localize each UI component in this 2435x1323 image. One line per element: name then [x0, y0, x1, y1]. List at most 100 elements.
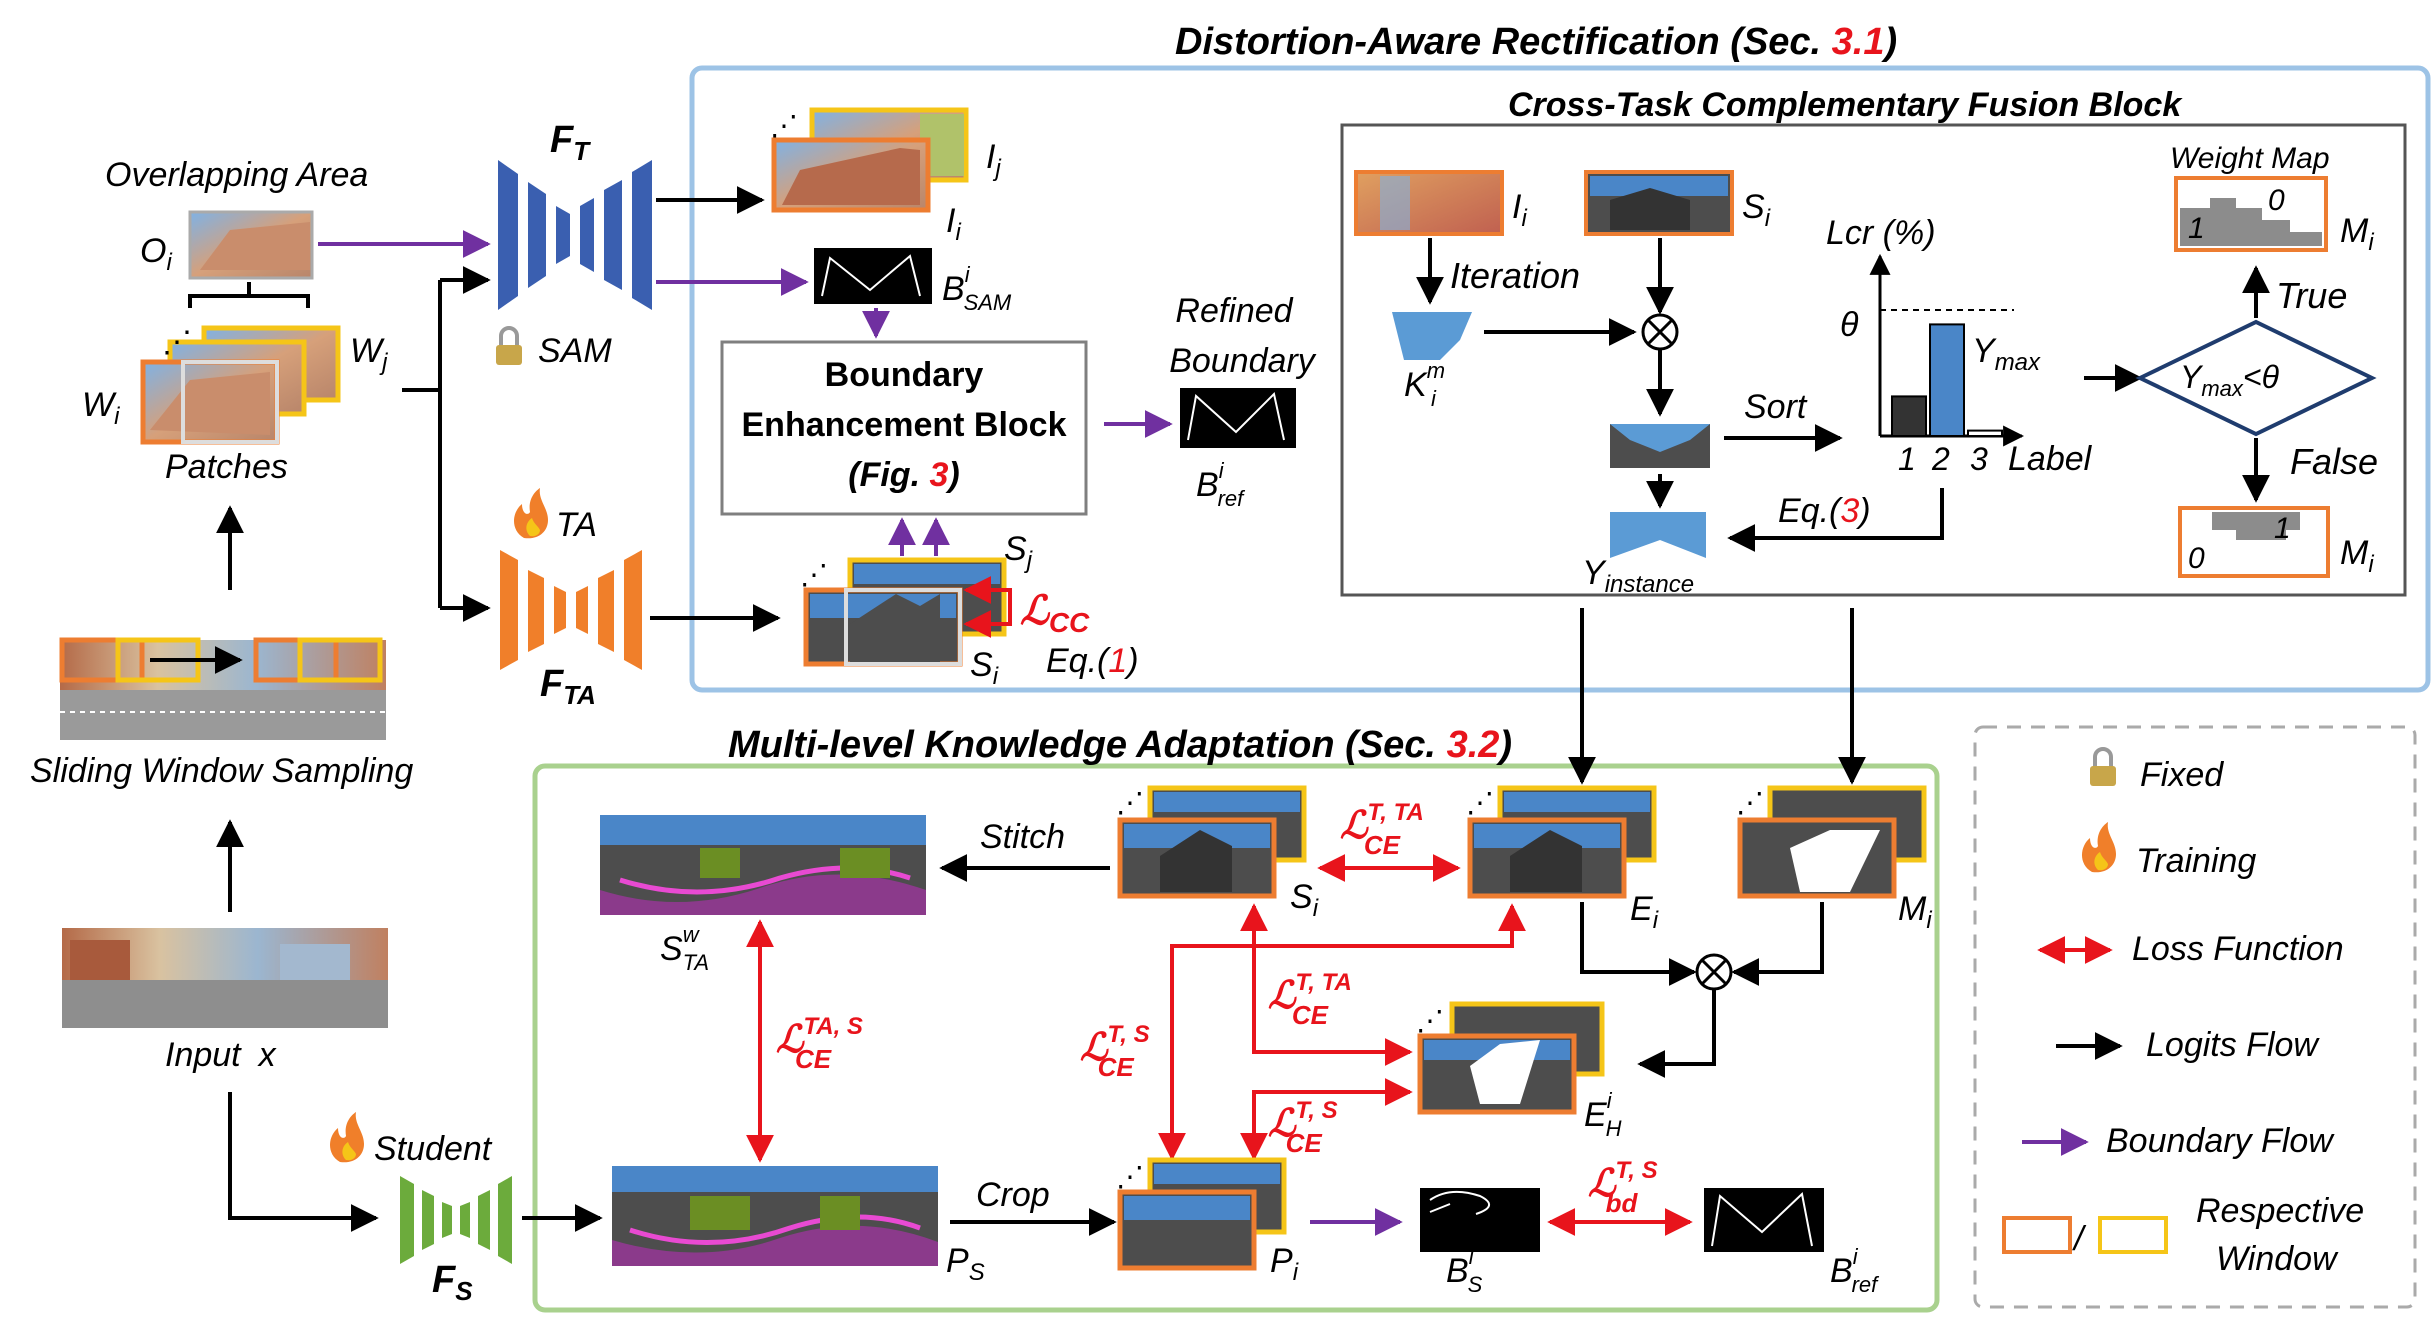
- arrow-input-to-student: [228, 1092, 379, 1232]
- weight-map-bottom: [2178, 506, 2330, 578]
- sliding-label: Sliding Window Sampling: [30, 752, 413, 790]
- arrow-mult-to-eh: [1637, 990, 1716, 1078]
- legend-yellow-window: [2098, 1216, 2168, 1254]
- ctcf-title: Cross-Task Complementary Fusion Block: [1508, 86, 2183, 124]
- bar-1: [1891, 395, 1927, 437]
- label-axis-label: Label: [2008, 440, 2093, 478]
- stack-dots: ⋰: [1466, 787, 1494, 818]
- weight-map-one: 1: [2188, 212, 2205, 245]
- ta-model: [500, 550, 642, 670]
- i-j-label: Ij: [986, 138, 1001, 182]
- patches-stack: ⋰: [140, 325, 341, 445]
- mka-title: Multi-level Knowledge Adaptation (Sec. 3…: [728, 724, 1512, 766]
- legend-training: Training: [2136, 842, 2256, 880]
- mka-s-i-label: Si: [1290, 878, 1319, 922]
- eq3-label: Eq.(3): [1778, 492, 1871, 530]
- k-mask: [1392, 312, 1472, 360]
- overlap-patch: [188, 210, 314, 280]
- weight-map-top: [2174, 176, 2328, 252]
- multiply-icon: [1641, 313, 1679, 351]
- m-i-bottom-label: Mi: [2340, 534, 2374, 578]
- ctcf-box: [1340, 123, 2407, 597]
- ft-label: FT: [550, 119, 591, 166]
- legend-lock-icon: [2090, 747, 2116, 786]
- i-i-label: Ii: [946, 202, 961, 246]
- stack-dots: ⋰: [770, 110, 798, 141]
- product-mask: [1610, 424, 1710, 468]
- ta-label: TA: [556, 506, 597, 544]
- overlapping-area-label: Overlapping Area: [105, 156, 368, 194]
- beb-line3: (Fig. 3): [848, 456, 959, 494]
- dar-title: Distortion-Aware Rectification (Sec. 3.1…: [1175, 21, 1897, 63]
- legend-respective1: Respective: [2196, 1192, 2364, 1230]
- loss-pi-eh: [1240, 1078, 1413, 1161]
- bar-2: [1929, 323, 1965, 437]
- arrow-ei-to-mult: [1580, 902, 1697, 986]
- fta-label: FTA: [540, 663, 596, 710]
- s-ta-w-map: [600, 815, 926, 915]
- sliding-window-image: [59, 637, 386, 740]
- ctcf-s-i-label: Si: [1742, 188, 1771, 232]
- w-j-label: Wj: [350, 332, 388, 376]
- mka-box: [532, 763, 1940, 1313]
- mka-e-h-stack: ⋰: [1416, 1001, 1605, 1115]
- stack-dots: ⋰: [800, 559, 828, 590]
- legend-logits: Logits Flow: [2146, 1026, 2320, 1064]
- legend-fixed: Fixed: [2140, 756, 2224, 794]
- fs-label: FS: [432, 1259, 473, 1306]
- beb-box: [720, 340, 1088, 516]
- y-max-label: Ymax: [1972, 332, 2041, 376]
- bar-3: [1967, 429, 2003, 438]
- stack-dots: ⋰: [1736, 787, 1764, 818]
- stitch-label: Stitch: [980, 818, 1065, 856]
- p-s-map: [612, 1166, 938, 1266]
- student-model: [400, 1176, 512, 1264]
- sam-model: [498, 160, 652, 310]
- mka-multiply-icon: [1695, 953, 1733, 991]
- stack-dots: ⋰: [1416, 1005, 1444, 1036]
- theta-label: θ: [1840, 306, 1859, 344]
- legend-fire-icon: [2082, 822, 2116, 873]
- beb-line1: Boundary: [825, 356, 984, 394]
- stack-dots: ⋰: [162, 326, 192, 359]
- true-label: True: [2276, 275, 2347, 316]
- mka-p-i-label: Pi: [1270, 1242, 1299, 1286]
- legend-slash: /: [2072, 1220, 2087, 1258]
- b-sam-map: [814, 248, 932, 304]
- y-instance-label: Yinstance: [1582, 554, 1694, 598]
- ctcf-i-i-image: [1354, 170, 1504, 236]
- mka-m-i-label: Mi: [1898, 890, 1932, 934]
- eq1-label: Eq.(1): [1046, 642, 1139, 680]
- weight-map-label: Weight Map: [2170, 142, 2330, 175]
- sort-label: Sort: [1744, 388, 1808, 426]
- y-instance-mask: [1610, 512, 1706, 558]
- decision-label: Ymax<θ: [2180, 359, 2280, 401]
- mka-s-i-stack: ⋰: [1116, 785, 1307, 899]
- mka-e-i-label: Ei: [1630, 890, 1659, 934]
- lcr-label: Lcr (%): [1826, 214, 1936, 252]
- decision-diamond: [2135, 319, 2377, 437]
- weight-map-zero: 0: [2268, 184, 2285, 217]
- s-j-label: Sj: [1004, 530, 1033, 574]
- lock-icon: [496, 326, 522, 365]
- tick-3: 3: [1970, 441, 1988, 477]
- legend-loss: Loss Function: [2132, 930, 2344, 968]
- lcc-arrow: [963, 576, 1012, 638]
- mka-b-ref-map: [1704, 1188, 1824, 1252]
- stack-dots: ⋰: [1116, 787, 1144, 818]
- legend-box: [1973, 725, 2417, 1309]
- loss-si-eh: [1240, 903, 1413, 1066]
- student-fire-icon: [330, 1112, 364, 1163]
- beb-line2: Enhancement Block: [742, 406, 1067, 444]
- legend-boundary: Boundary Flow: [2106, 1122, 2335, 1160]
- arrow-mi-to-mult: [1731, 902, 1824, 986]
- ctcf-i-i-label: Ii: [1512, 188, 1527, 232]
